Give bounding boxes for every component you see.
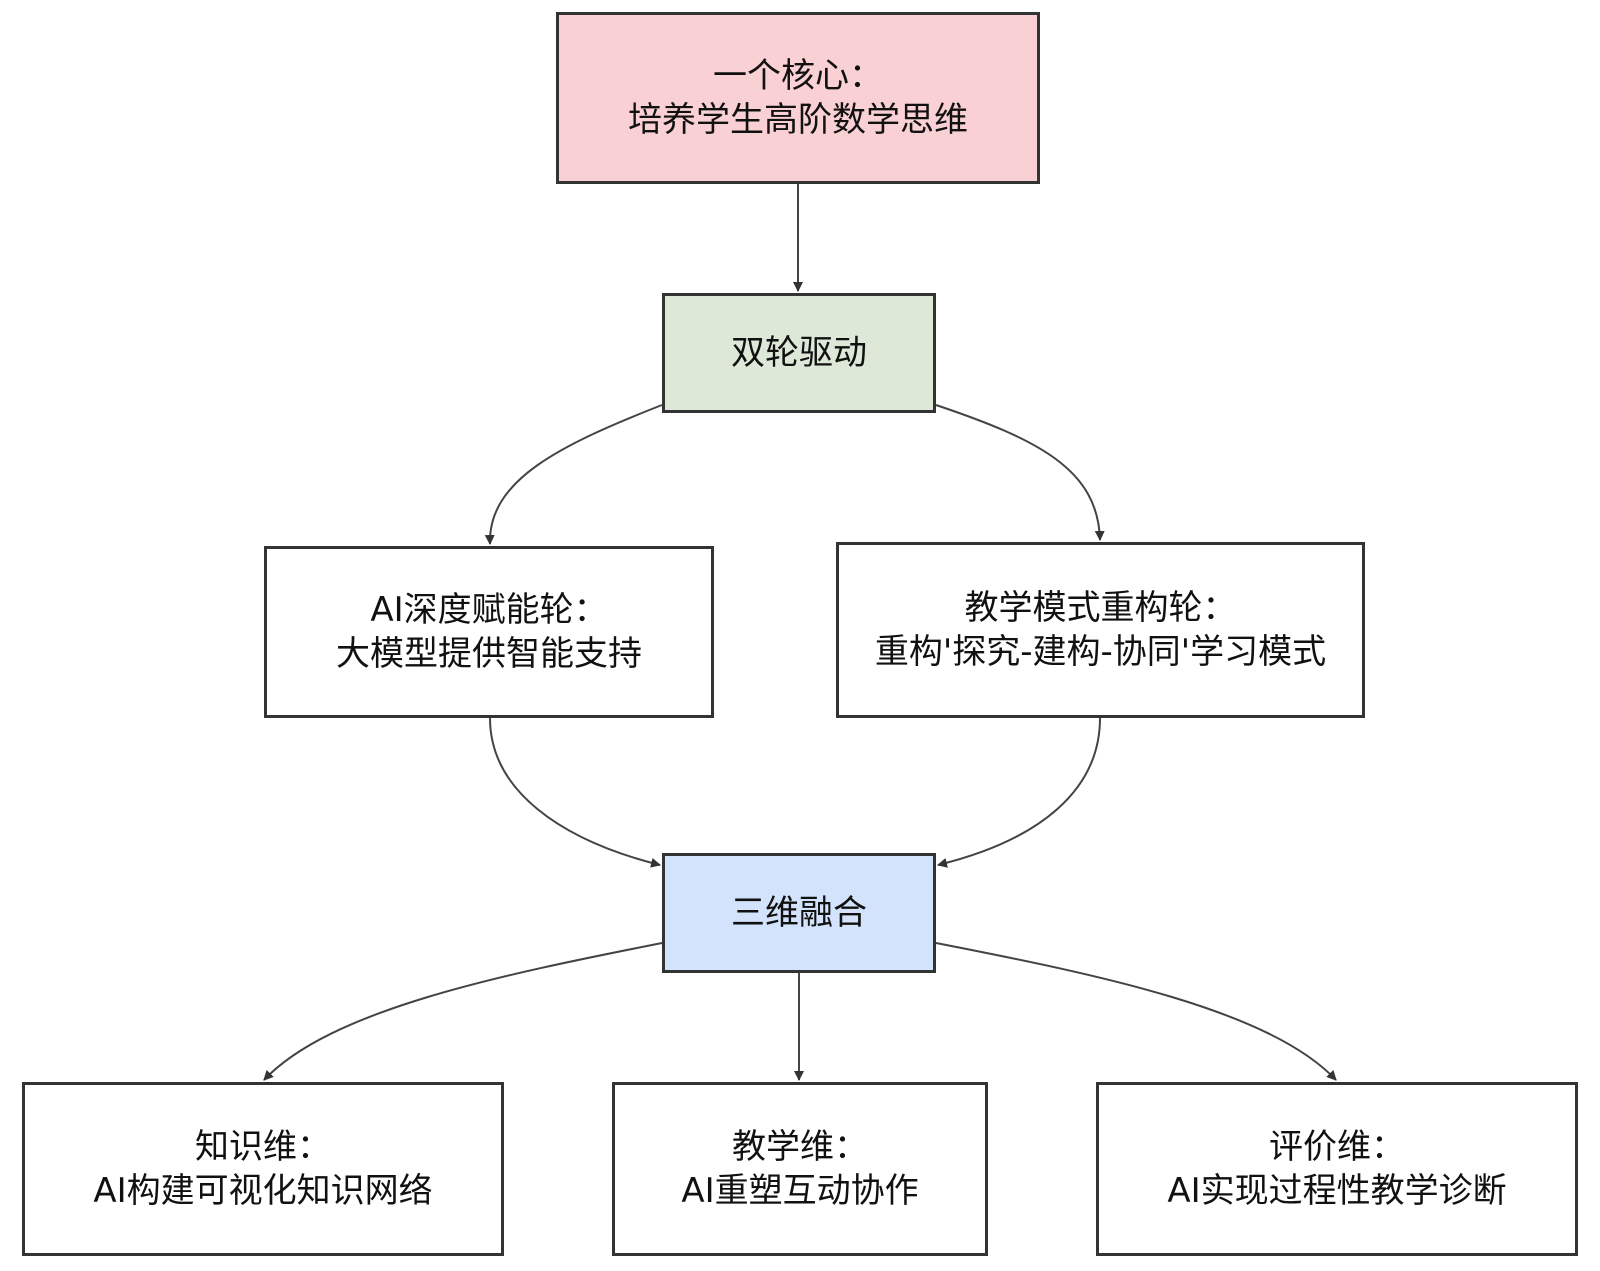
tri-fusion-label: 三维融合 xyxy=(731,893,867,933)
edge-tri-to-knowledge xyxy=(263,942,663,1081)
evaluation-dimension-text: AI实现过程性教学诊断 xyxy=(1167,1171,1507,1211)
teaching-mode-wheel-text: 重构'探究-建构-协同'学习模式 xyxy=(874,632,1327,672)
core-node-text: 培养学生高阶数学思维 xyxy=(628,100,968,140)
teaching-dimension-text: AI重塑互动协作 xyxy=(681,1171,919,1211)
edge-dual-to-ai-wheel xyxy=(484,404,663,545)
evaluation-dimension-node: 评价维： AI实现过程性教学诊断 xyxy=(1096,1082,1578,1256)
knowledge-dimension-title: 知识维： xyxy=(195,1127,331,1167)
edge-dual-to-teach-wheel xyxy=(935,404,1105,541)
ai-wheel-title: AI深度赋能轮： xyxy=(370,590,608,630)
edge-ai-wheel-to-tri xyxy=(489,717,661,868)
core-node: 一个核心： 培养学生高阶数学思维 xyxy=(556,12,1040,184)
dual-drive-label: 双轮驱动 xyxy=(731,333,867,373)
teaching-dimension-title: 教学维： xyxy=(732,1127,868,1167)
knowledge-dimension-text: AI构建可视化知识网络 xyxy=(93,1171,433,1211)
teaching-mode-wheel-node: 教学模式重构轮： 重构'探究-建构-协同'学习模式 xyxy=(836,542,1365,718)
ai-wheel-text: 大模型提供智能支持 xyxy=(336,634,642,674)
teaching-mode-wheel-title: 教学模式重构轮： xyxy=(964,588,1237,628)
edge-teach-wheel-to-tri xyxy=(937,717,1101,868)
edge-tri-to-evaluation xyxy=(935,942,1337,1081)
teaching-dimension-node: 教学维： AI重塑互动协作 xyxy=(612,1082,988,1256)
tri-fusion-node: 三维融合 xyxy=(662,853,936,973)
ai-wheel-node: AI深度赋能轮： 大模型提供智能支持 xyxy=(264,546,714,718)
knowledge-dimension-node: 知识维： AI构建可视化知识网络 xyxy=(22,1082,504,1256)
dual-drive-node: 双轮驱动 xyxy=(662,293,936,413)
evaluation-dimension-title: 评价维： xyxy=(1269,1127,1405,1167)
core-node-title: 一个核心： xyxy=(713,56,883,96)
